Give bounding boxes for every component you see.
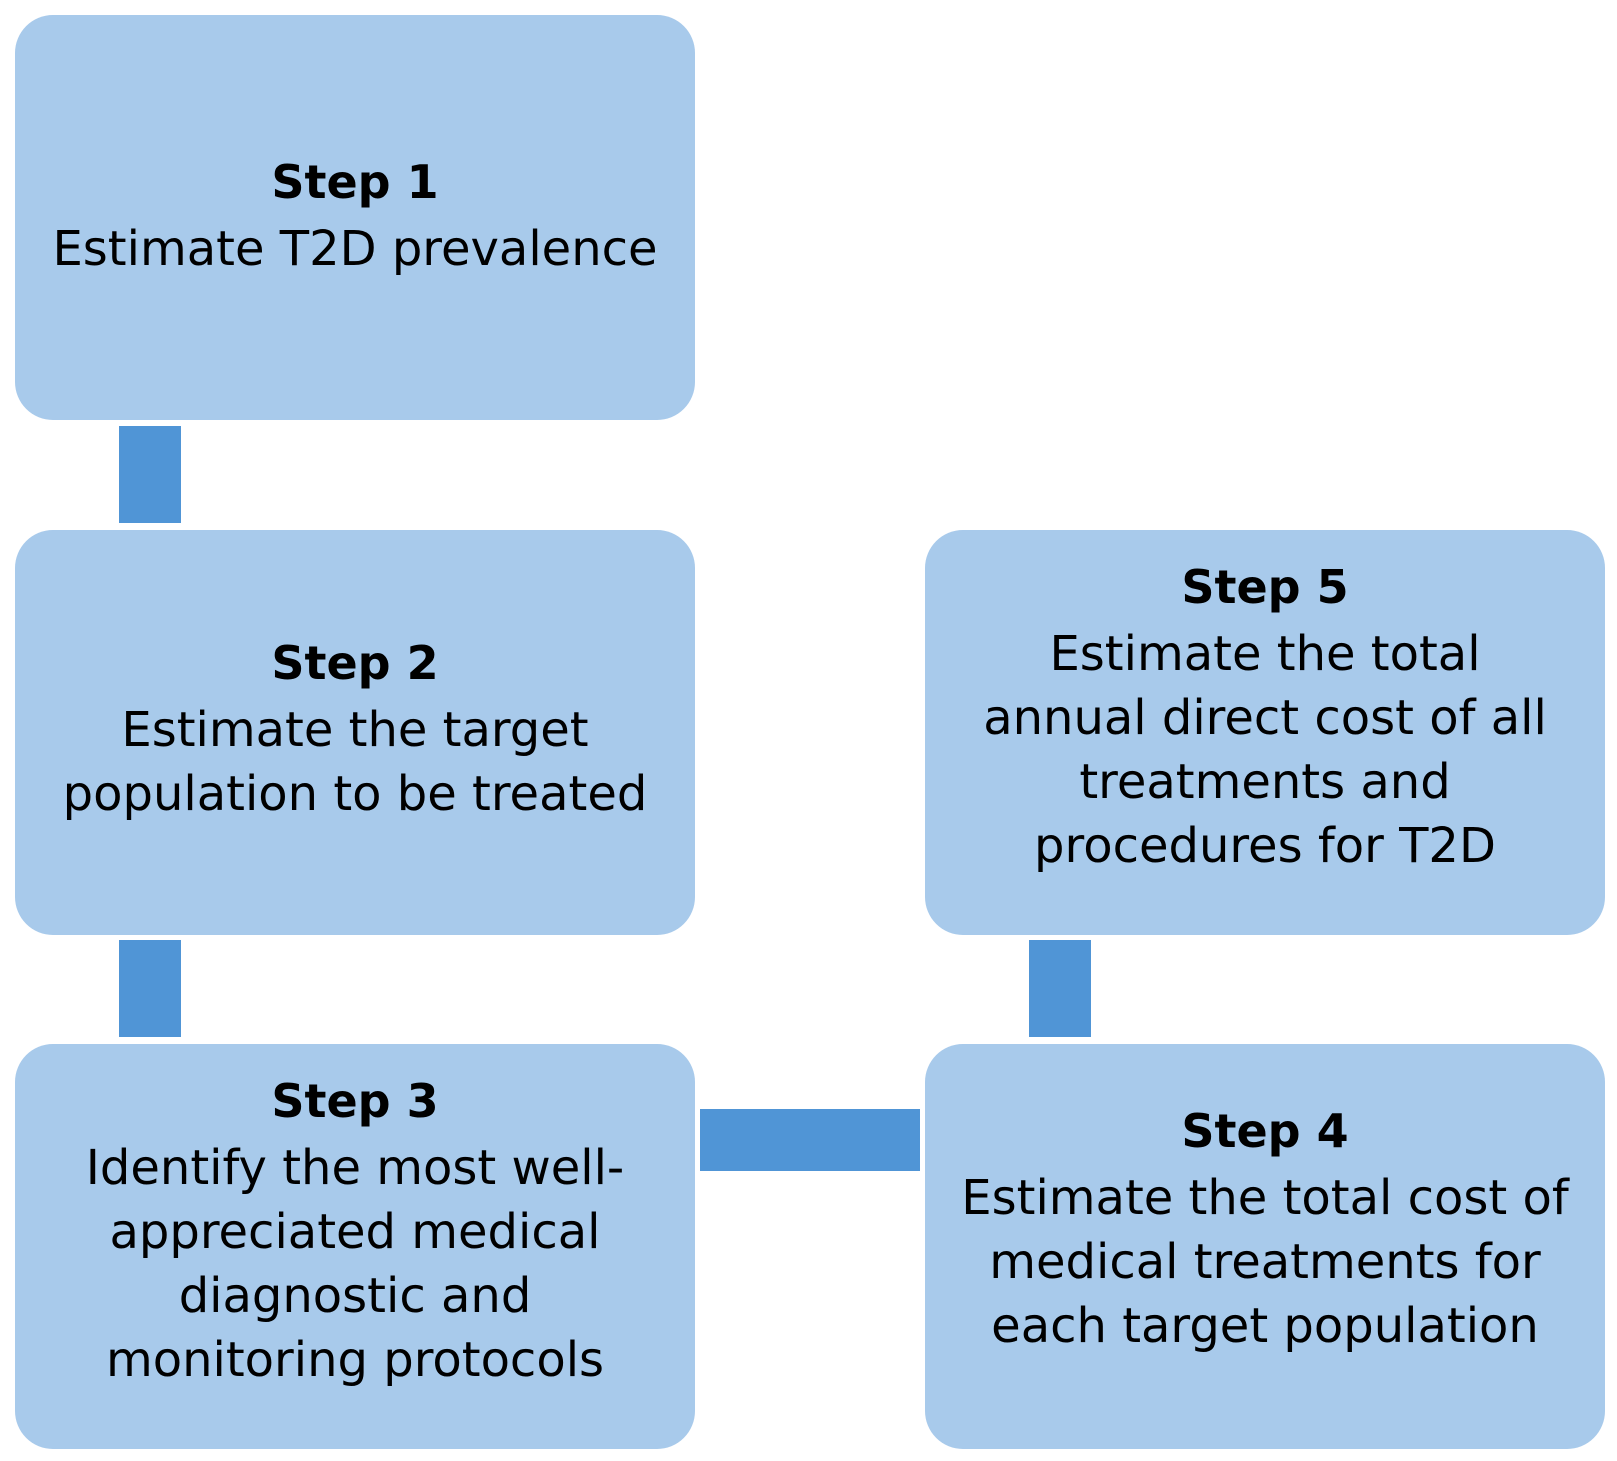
step-3-line: appreciated medical bbox=[109, 1204, 601, 1260]
step-2-line: population to be treated bbox=[62, 766, 648, 822]
step-1-line: Estimate T2D prevalence bbox=[52, 221, 658, 277]
connector-step3-step4 bbox=[700, 1109, 920, 1171]
step-5-title: Step 5 bbox=[1181, 560, 1349, 614]
connector-step1-step2 bbox=[119, 426, 181, 523]
step-5-line: annual direct cost of all bbox=[983, 690, 1547, 746]
step-5-line: procedures for T2D bbox=[1034, 818, 1496, 874]
step-4-box: Step 4 Estimate the total cost of medica… bbox=[925, 1044, 1605, 1449]
step-3-box: Step 3 Identify the most well- appreciat… bbox=[15, 1044, 695, 1449]
step-2-description: Estimate the target population to be tre… bbox=[63, 698, 648, 826]
step-4-line: each target population bbox=[991, 1298, 1539, 1354]
connector-step2-step3 bbox=[119, 940, 181, 1037]
step-5-line: treatments and bbox=[1079, 754, 1451, 810]
step-4-line: Estimate the total cost of bbox=[961, 1170, 1569, 1226]
step-3-line: Identify the most well- bbox=[85, 1140, 625, 1196]
step-5-line: Estimate the total bbox=[1049, 626, 1481, 682]
step-4-title: Step 4 bbox=[1181, 1104, 1349, 1158]
step-4-line: medical treatments for bbox=[989, 1234, 1541, 1290]
step-5-box: Step 5 Estimate the total annual direct … bbox=[925, 530, 1605, 935]
step-1-description: Estimate T2D prevalence bbox=[52, 217, 657, 281]
step-1-title: Step 1 bbox=[271, 155, 439, 209]
step-2-title: Step 2 bbox=[271, 636, 439, 690]
step-3-description: Identify the most well- appreciated medi… bbox=[86, 1136, 624, 1392]
connector-step4-step5 bbox=[1029, 940, 1091, 1037]
step-3-line: monitoring protocols bbox=[105, 1332, 605, 1388]
step-1-box: Step 1 Estimate T2D prevalence bbox=[15, 15, 695, 420]
step-2-box: Step 2 Estimate the target population to… bbox=[15, 530, 695, 935]
step-3-title: Step 3 bbox=[271, 1074, 439, 1128]
step-2-line: Estimate the target bbox=[121, 702, 589, 758]
step-4-description: Estimate the total cost of medical treat… bbox=[961, 1166, 1568, 1358]
step-3-line: diagnostic and bbox=[178, 1268, 532, 1324]
step-5-description: Estimate the total annual direct cost of… bbox=[983, 622, 1547, 878]
